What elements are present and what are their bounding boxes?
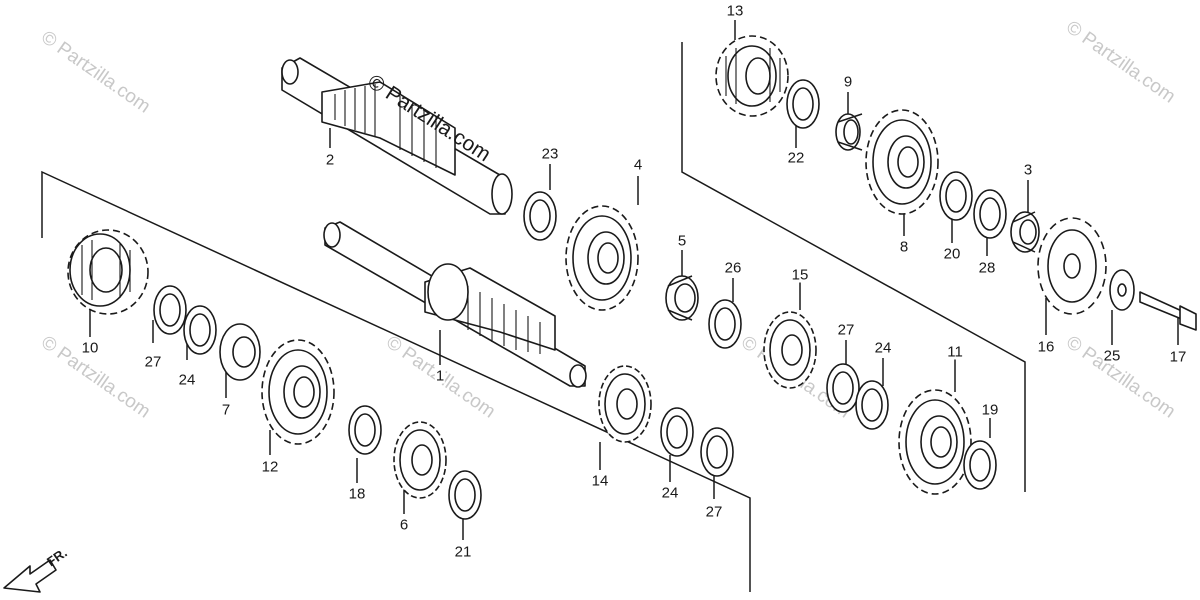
callout-28: 28 <box>977 259 997 277</box>
bolt-17 <box>1139 291 1197 331</box>
gear-10 <box>67 229 149 315</box>
callout-7: 7 <box>220 401 232 419</box>
callout-16: 16 <box>1036 338 1056 356</box>
callout-27: 27 <box>143 353 163 371</box>
front-direction-arrow <box>3 559 57 593</box>
upper-frame <box>681 42 1026 492</box>
callout-3: 3 <box>1022 161 1034 179</box>
callout-2: 2 <box>324 151 336 169</box>
callout-9: 9 <box>842 73 854 91</box>
callout-6: 6 <box>398 516 410 534</box>
faint-watermark: © Partzilla.com <box>37 27 154 118</box>
counter-shaft <box>323 221 587 388</box>
callout-24: 24 <box>660 484 680 502</box>
callout-19: 19 <box>980 401 1000 419</box>
callout-12: 12 <box>260 458 280 476</box>
callout-22: 22 <box>786 149 806 167</box>
callout-11: 11 <box>946 343 964 361</box>
callout-26: 26 <box>723 259 743 277</box>
main-shaft <box>281 57 513 215</box>
callout-15: 15 <box>790 266 810 284</box>
gear-13 <box>715 35 789 117</box>
faint-watermark: © Partzilla.com <box>1062 17 1179 108</box>
callout-25: 25 <box>1102 347 1122 365</box>
assembly-frames <box>41 42 1026 592</box>
callout-24: 24 <box>873 339 893 357</box>
callout-10: 10 <box>80 339 100 357</box>
callout-1: 1 <box>434 367 446 385</box>
small-parts <box>153 35 1197 520</box>
callout-8: 8 <box>898 238 910 256</box>
callout-18: 18 <box>347 485 367 503</box>
callout-14: 14 <box>590 472 610 490</box>
callout-13: 13 <box>725 2 745 20</box>
callout-17: 17 <box>1168 348 1188 366</box>
faint-watermark: © Partzilla.com <box>1062 332 1179 423</box>
callout-27: 27 <box>836 321 856 339</box>
lower-frame <box>41 170 751 592</box>
callout-5: 5 <box>676 232 688 250</box>
callout-27: 27 <box>704 503 724 521</box>
callout-21: 21 <box>453 543 473 561</box>
leader-lines <box>89 20 1179 540</box>
callout-20: 20 <box>942 245 962 263</box>
callout-4: 4 <box>632 156 644 174</box>
callout-24: 24 <box>177 371 197 389</box>
sprocket-16 <box>1037 217 1107 315</box>
callout-23: 23 <box>540 145 560 163</box>
